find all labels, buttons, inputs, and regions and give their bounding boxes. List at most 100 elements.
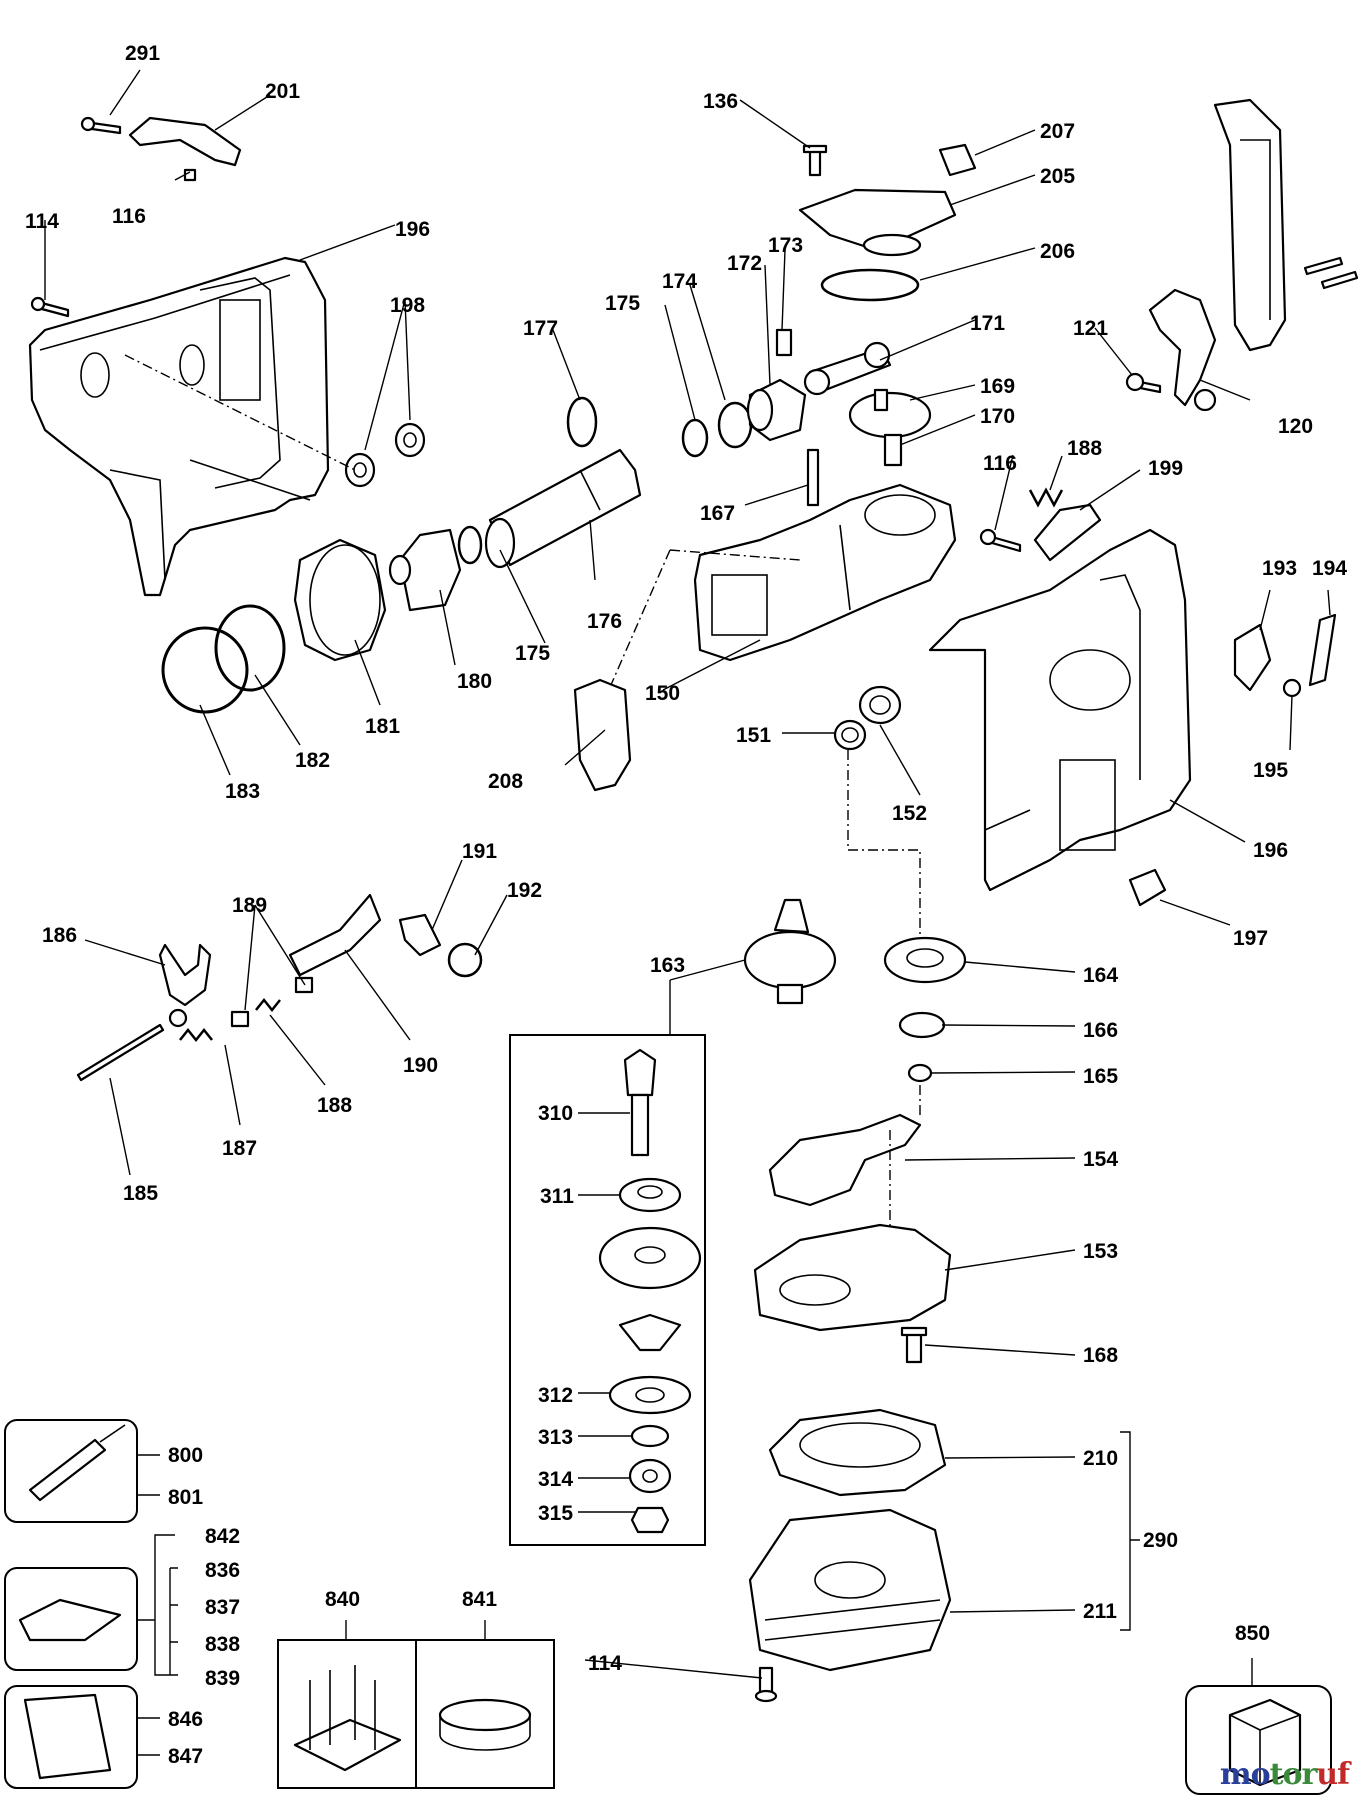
watermark-logo: motoruf [1219, 1757, 1350, 1792]
housing-left-part [28, 256, 330, 597]
gear-cover-153-part [753, 1223, 952, 1332]
motor-housing-196-part [928, 528, 1192, 892]
label-165: 165 [1083, 1065, 1118, 1088]
knob-191-part [398, 913, 442, 957]
label-311: 311 [540, 1185, 574, 1208]
label-185: 185 [123, 1182, 158, 1205]
housing-211-part [748, 1508, 952, 1672]
screw-136-part [802, 144, 828, 177]
label-114-b: 114 [588, 1652, 622, 1675]
bearing-165-part [907, 1063, 933, 1083]
label-186: 186 [42, 924, 77, 947]
label-201: 201 [265, 80, 300, 103]
label-116-b: 116 [983, 452, 1017, 475]
label-192: 192 [507, 879, 542, 902]
screw-116b-part [979, 528, 1022, 553]
strip-194-part [1308, 613, 1337, 687]
latch-197-part [1128, 868, 1167, 907]
connecting-rod-171-part [803, 341, 892, 396]
label-121: 121 [1073, 317, 1108, 340]
pin-173-part [775, 328, 793, 357]
gasket-154-part [768, 1113, 922, 1207]
label-166: 166 [1083, 1019, 1118, 1042]
label-842: 842 [205, 1525, 240, 1548]
screw-167-part [806, 448, 820, 507]
label-840: 840 [325, 1588, 360, 1611]
piston-172-part [746, 378, 807, 442]
label-194: 194 [1312, 557, 1347, 580]
label-151: 151 [736, 724, 771, 747]
bearing-311-part [618, 1177, 682, 1213]
label-188-b: 188 [317, 1094, 352, 1117]
label-120: 120 [1278, 415, 1313, 438]
label-195: 195 [1253, 759, 1288, 782]
label-837: 837 [205, 1596, 240, 1619]
screw-116-part [183, 168, 197, 182]
watermark-part-3: uf [1316, 1757, 1350, 1792]
label-176: 176 [587, 610, 622, 633]
watermark-part-1: mo [1219, 1757, 1271, 1792]
label-190: 190 [403, 1054, 438, 1077]
ring-175b-part [681, 418, 709, 458]
cap-207-part [938, 143, 977, 177]
label-839: 839 [205, 1667, 240, 1690]
stand-box-840 [277, 1639, 417, 1789]
gear-ring-181-part [293, 538, 387, 662]
label-199: 199 [1148, 457, 1183, 480]
ring-166-part [898, 1011, 946, 1039]
label-172: 172 [727, 252, 762, 275]
ring-177-part [566, 396, 598, 448]
screw-pair-part [1303, 256, 1359, 290]
label-193: 193 [1262, 557, 1297, 580]
label-191: 191 [462, 840, 497, 863]
handle-clip-201-part [128, 116, 242, 167]
bearing-151-part [833, 719, 867, 751]
label-312: 312 [538, 1384, 573, 1407]
oring-206-part [820, 268, 920, 302]
fork-186-part [158, 943, 212, 1028]
label-291: 291 [125, 42, 160, 65]
label-163: 163 [650, 954, 685, 977]
grip-120-part [1148, 288, 1217, 412]
label-211: 211 [1083, 1600, 1117, 1623]
label-169: 169 [980, 375, 1015, 398]
spring-187-part [179, 1027, 213, 1043]
part-labels: 291 201 116 114 196 198 136 207 205 206 … [25, 42, 1347, 1768]
tube-176-part [484, 448, 642, 569]
label-182: 182 [295, 749, 330, 772]
pinion-310-part [623, 1048, 657, 1157]
label-136: 136 [703, 90, 738, 113]
label-170: 170 [980, 405, 1015, 428]
label-206: 206 [1040, 240, 1075, 263]
label-168: 168 [1083, 1344, 1118, 1367]
label-846: 846 [168, 1708, 203, 1731]
label-801: 801 [168, 1486, 203, 1509]
label-196-a: 196 [395, 218, 430, 241]
label-175-b: 175 [515, 642, 550, 665]
label-153: 153 [1083, 1240, 1118, 1263]
label-174: 174 [662, 270, 697, 293]
grease-gun-box [4, 1419, 138, 1523]
screw-291-part [80, 116, 122, 135]
label-310: 310 [538, 1102, 573, 1125]
label-114-a: 114 [25, 210, 59, 233]
label-198: 198 [390, 294, 425, 317]
nut-315-part [630, 1506, 670, 1534]
label-154: 154 [1083, 1148, 1118, 1171]
label-187: 187 [222, 1137, 257, 1160]
label-164: 164 [1083, 964, 1118, 987]
label-207: 207 [1040, 120, 1075, 143]
label-208: 208 [488, 770, 523, 793]
label-116-a: 116 [112, 205, 146, 228]
screw-114b-part [754, 1666, 778, 1703]
watermark-part-2: tor [1269, 1757, 1318, 1792]
label-189: 189 [232, 894, 267, 917]
washer-312-part [608, 1375, 692, 1415]
lever-199-part [1033, 503, 1102, 562]
label-847: 847 [168, 1745, 203, 1768]
bag-box [4, 1685, 138, 1789]
label-210: 210 [1083, 1447, 1118, 1470]
lever-190-part [288, 893, 382, 977]
label-313: 313 [538, 1426, 573, 1449]
label-800: 800 [168, 1444, 203, 1467]
